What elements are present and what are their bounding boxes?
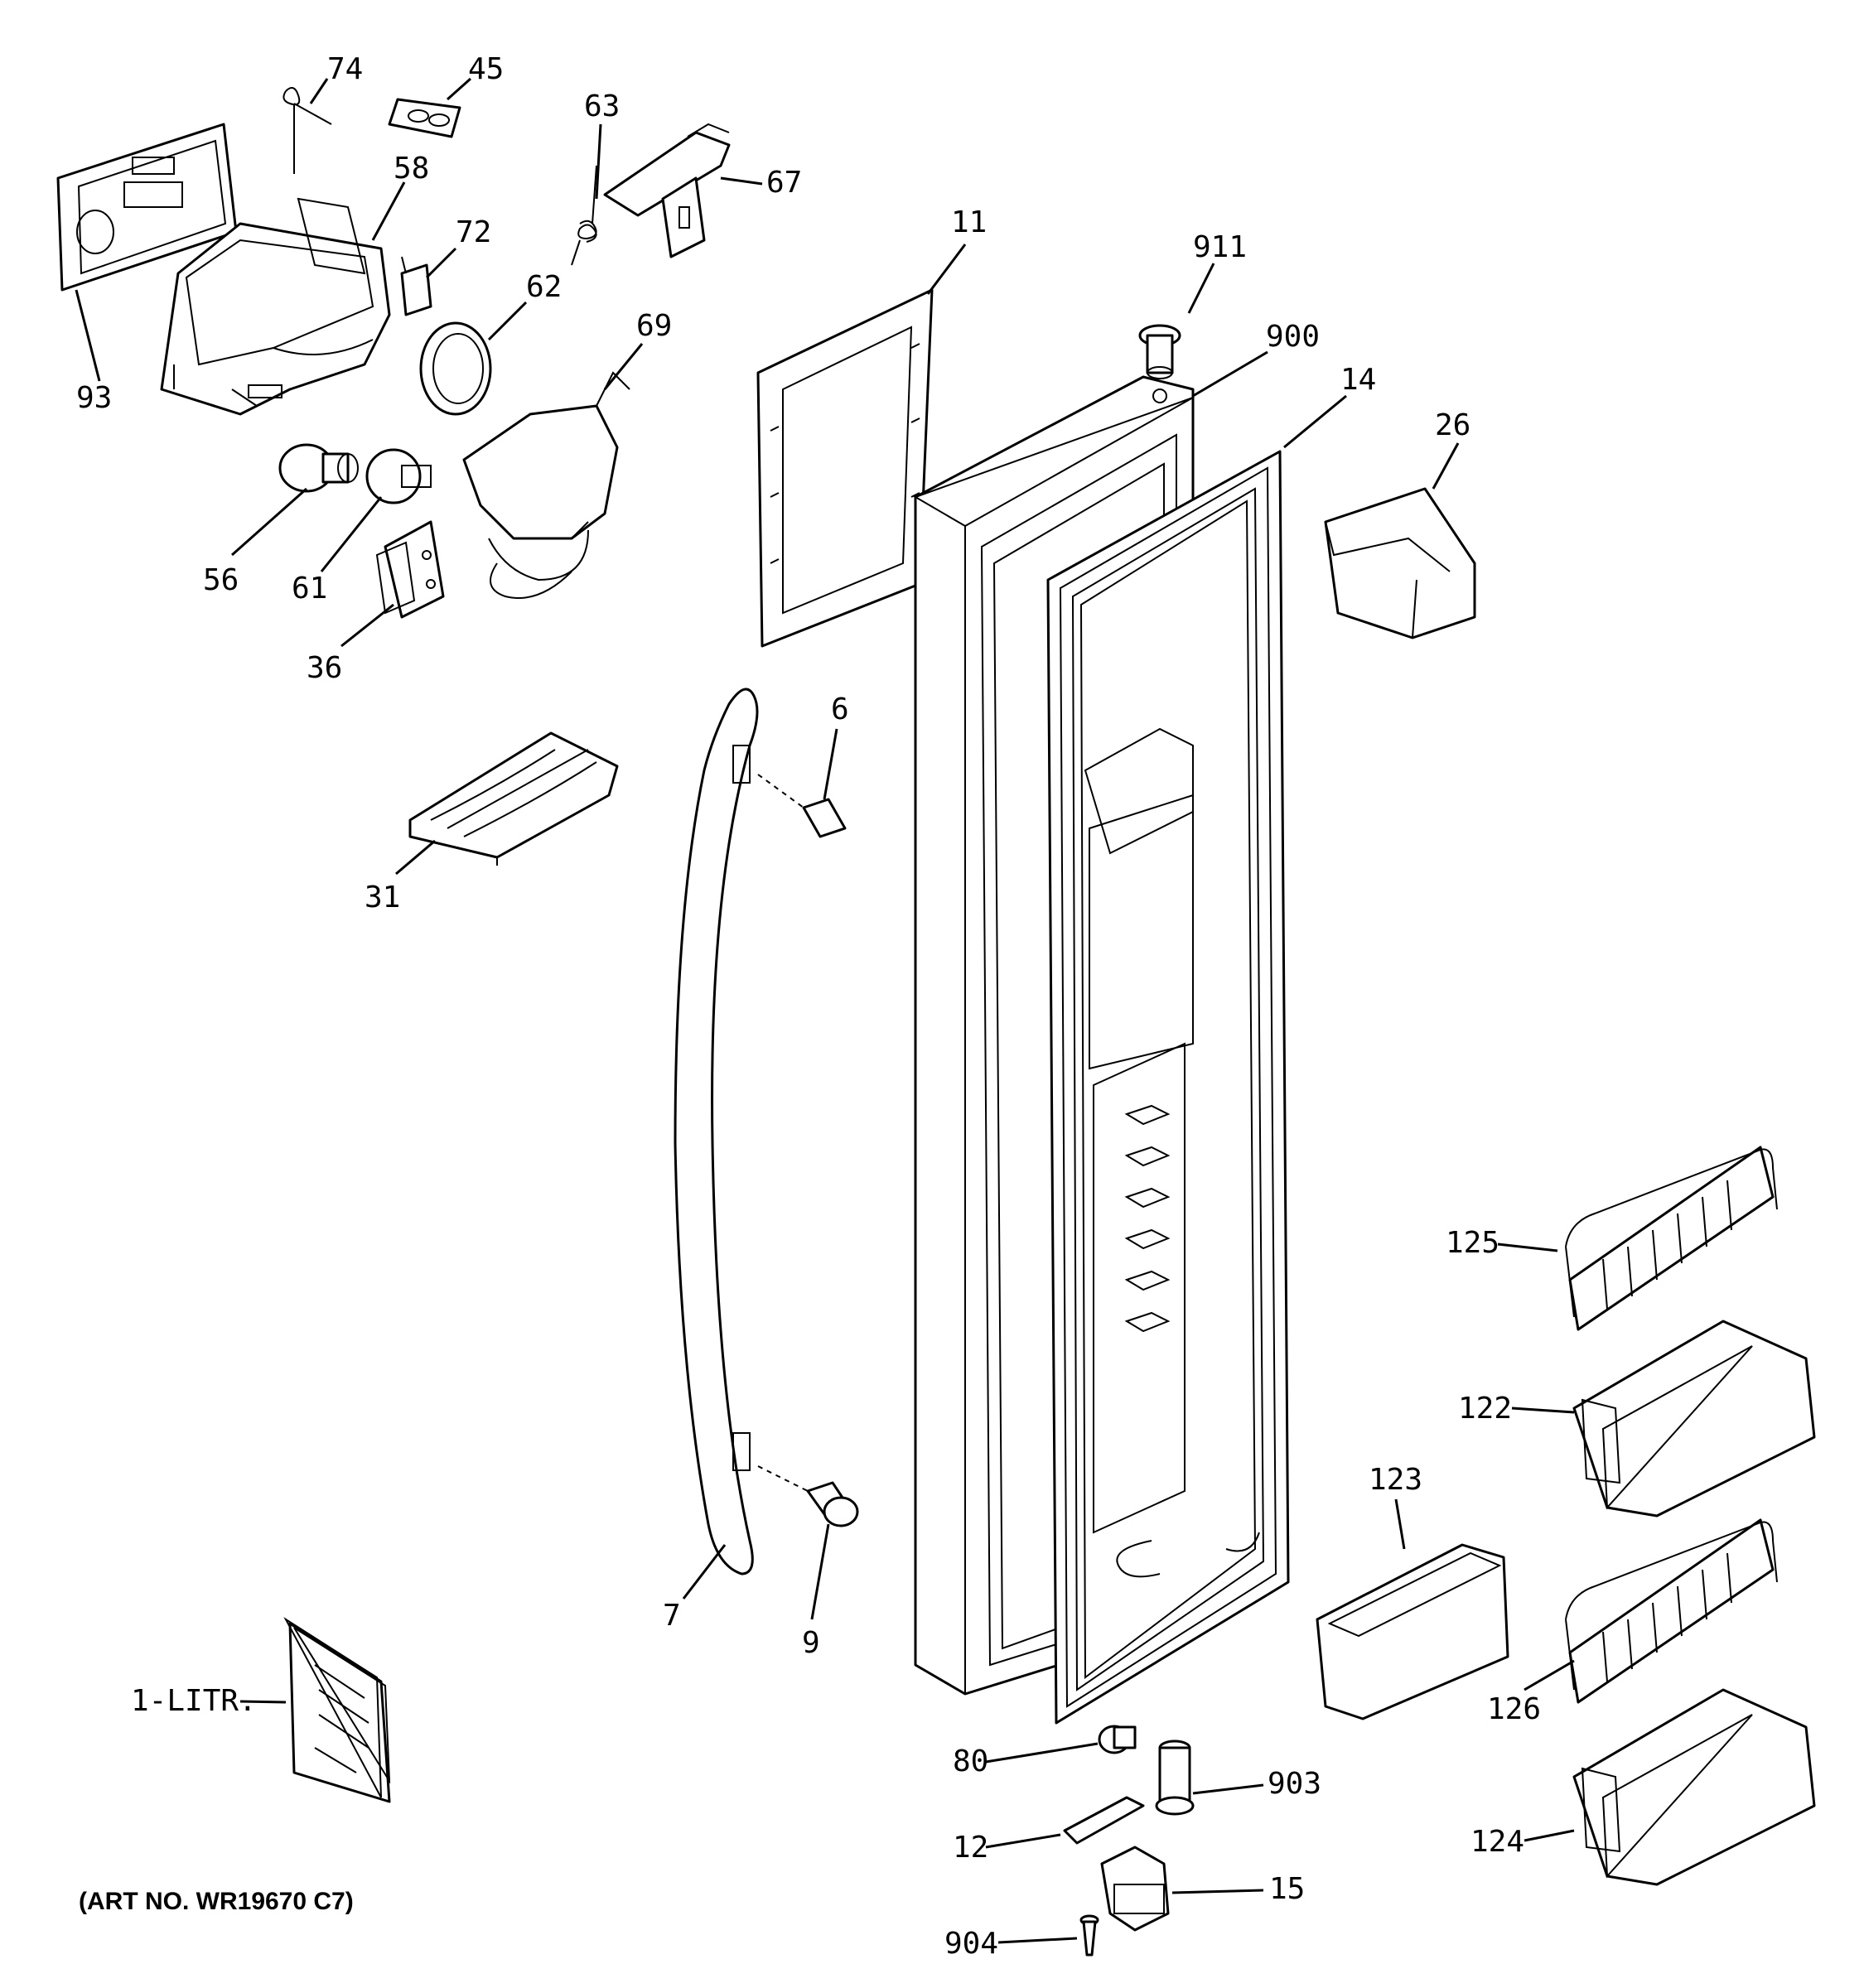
callout-45: 45 — [468, 52, 504, 86]
part-123-door-bin — [1316, 1543, 1509, 1720]
callout-labels: 74 45 63 67 58 72 62 69 93 56 61 36 11 9… — [76, 52, 1541, 1961]
callout-56: 56 — [203, 563, 239, 597]
part-69-chute — [462, 371, 630, 599]
part-63-spring — [571, 165, 597, 266]
callout-122: 122 — [1458, 1392, 1512, 1426]
callout-124: 124 — [1470, 1825, 1524, 1859]
callout-93: 93 — [76, 381, 112, 415]
part-67-actuator — [603, 123, 731, 258]
callout-58: 58 — [394, 152, 429, 186]
part-903-pin — [1155, 1740, 1195, 1816]
callout-911: 911 — [1193, 230, 1247, 264]
part-7-handle — [674, 688, 759, 1575]
part-911-plug — [1138, 324, 1181, 379]
part-122-door-bin — [1572, 1320, 1816, 1518]
part-124-door-bin — [1572, 1688, 1816, 1886]
callout-11: 11 — [951, 205, 987, 239]
callout-80: 80 — [953, 1744, 988, 1778]
leader-lines — [75, 77, 1575, 1944]
callout-31: 31 — [365, 881, 400, 914]
part-26-cover — [1324, 487, 1476, 639]
callout-9: 9 — [802, 1626, 820, 1660]
part-12-shim — [1063, 1796, 1145, 1845]
part-126-wire-shelf — [1565, 1518, 1778, 1704]
part-11-dispenser-frame — [756, 288, 934, 648]
part-74-spring — [282, 87, 332, 174]
callout-123: 123 — [1369, 1463, 1422, 1497]
callout-904: 904 — [944, 1927, 998, 1961]
callout-63: 63 — [584, 89, 620, 123]
callout-69: 69 — [636, 309, 672, 343]
callout-26: 26 — [1435, 408, 1470, 442]
part-58-housing — [160, 197, 391, 416]
callout-900: 900 — [1266, 320, 1320, 354]
callout-62: 62 — [526, 270, 562, 304]
art-number: (ART NO. WR19670 C7) — [79, 1888, 354, 1915]
door-liner-details — [1084, 727, 1260, 1578]
part-45-bracket — [388, 98, 461, 138]
part-72-switch — [400, 256, 432, 316]
part-61-knob — [365, 448, 432, 504]
callout-36: 36 — [307, 651, 342, 685]
callout-74: 74 — [327, 52, 363, 86]
part-125-wire-shelf — [1565, 1146, 1778, 1331]
part-14-gasket — [1046, 450, 1290, 1725]
callout-12: 12 — [953, 1831, 988, 1865]
callout-1-litr: 1-LITR. — [131, 1684, 257, 1718]
part-6-screw — [757, 774, 847, 838]
callout-125: 125 — [1446, 1226, 1499, 1260]
part-31-drip-tray — [408, 731, 619, 866]
callout-7: 7 — [663, 1599, 681, 1633]
part-56-knob — [278, 443, 359, 493]
part-1-litr-manual — [283, 1617, 391, 1803]
callout-72: 72 — [456, 215, 491, 249]
part-36-bracket — [375, 520, 445, 619]
callout-903: 903 — [1268, 1767, 1321, 1801]
callout-6: 6 — [831, 692, 849, 726]
part-15-hinge — [1100, 1846, 1170, 1932]
part-62-ring — [419, 321, 492, 416]
callout-61: 61 — [292, 572, 327, 606]
part-9-cap — [757, 1465, 859, 1527]
callout-126: 126 — [1487, 1692, 1541, 1726]
part-904-screw — [1079, 1914, 1099, 1957]
callout-15: 15 — [1269, 1872, 1305, 1906]
part-80-bushing — [1098, 1725, 1137, 1754]
callout-67: 67 — [766, 166, 802, 200]
callout-14: 14 — [1340, 363, 1376, 397]
